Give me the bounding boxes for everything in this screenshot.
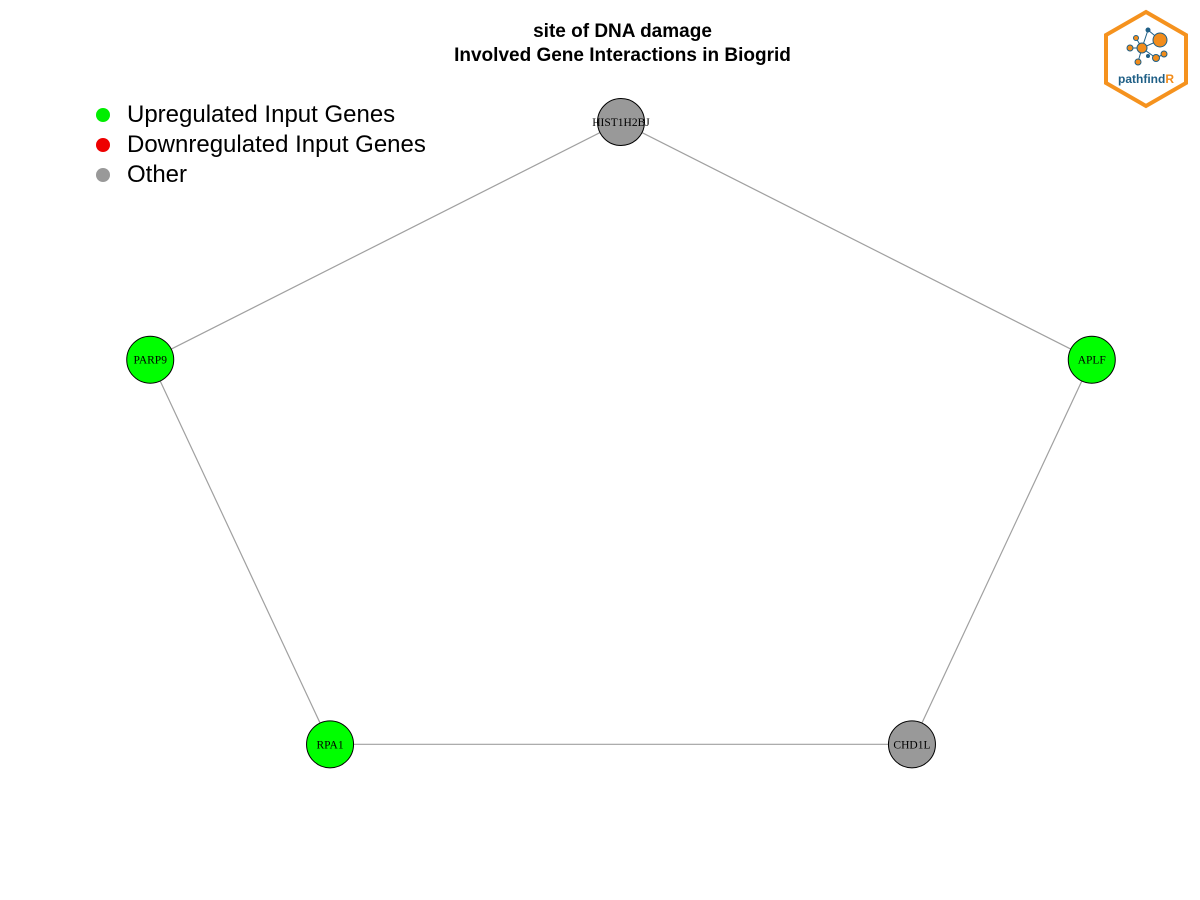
network-edges (149, 121, 1093, 745)
node-label-hist1h2bj: HIST1H2BJ (592, 117, 650, 129)
legend-item-upregulated: Upregulated Input Genes (96, 100, 426, 130)
pathfindr-logo (1104, 9, 1188, 109)
legend: Upregulated Input Genes Downregulated In… (96, 100, 426, 190)
node-circle-chd1l (887, 720, 936, 769)
node-circle-parp9 (126, 335, 175, 384)
edge-parp9-hist1h2bj (149, 121, 622, 361)
node-aplf: APLF (1067, 335, 1116, 384)
legend-dot-other (96, 168, 110, 182)
node-label-parp9: PARP9 (133, 355, 167, 367)
legend-label-other: Other (127, 161, 188, 188)
node-hist1h2bj: HIST1H2BJ (592, 97, 650, 146)
edge-aplf-chd1l (911, 359, 1093, 745)
legend-item-other: Other (96, 160, 426, 190)
network-nodes: HIST1H2BJ APLF CHD1L RPA1 PARP9 (126, 97, 1116, 769)
node-circle-aplf (1067, 335, 1116, 384)
legend-item-downregulated: Downregulated Input Genes (96, 130, 426, 160)
node-label-rpa1: RPA1 (317, 739, 344, 751)
title-line-2: Involved Gene Interactions in Biogrid (454, 45, 791, 66)
node-chd1l: CHD1L (887, 720, 936, 769)
node-circle-rpa1 (306, 720, 355, 769)
legend-label-upregulated: Upregulated Input Genes (127, 101, 396, 128)
edge-hist1h2bj-aplf (620, 121, 1093, 361)
node-parp9: PARP9 (126, 335, 175, 384)
node-rpa1: RPA1 (306, 720, 355, 769)
node-label-chd1l: CHD1L (893, 739, 930, 751)
node-label-aplf: APLF (1078, 355, 1106, 367)
edge-rpa1-parp9 (149, 359, 331, 745)
legend-dot-downregulated (96, 138, 110, 152)
logo-network-nodes (1126, 27, 1168, 66)
logo-text: pathfindR (1102, 72, 1190, 86)
legend-dot-upregulated (96, 108, 110, 122)
chart-title: site of DNA damage Involved Gene Interac… (0, 20, 1200, 68)
logo-text-main: pathfind (1118, 72, 1166, 86)
logo-text-accent: R (1165, 72, 1174, 86)
logo-hexagon (1104, 9, 1188, 109)
legend-label-downregulated: Downregulated Input Genes (127, 131, 426, 158)
title-line-1: site of DNA damage (533, 21, 712, 42)
node-circle-hist1h2bj (597, 97, 645, 146)
